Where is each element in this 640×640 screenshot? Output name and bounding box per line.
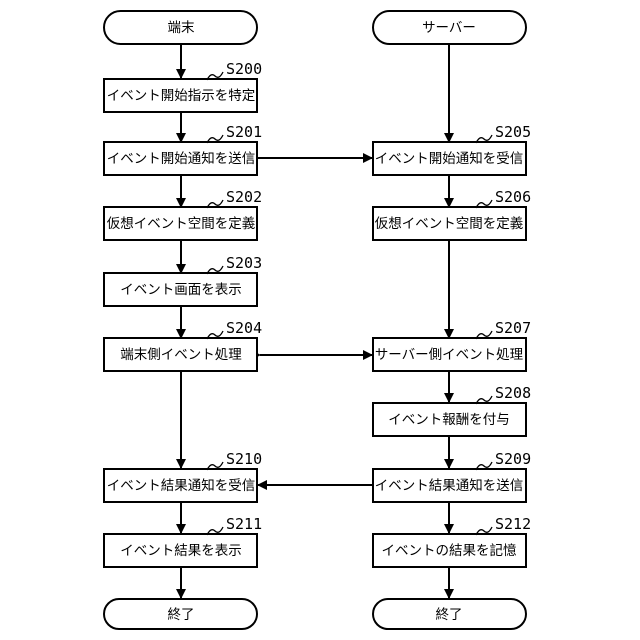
s206-step-label: S206 xyxy=(495,188,531,206)
s200-step-label: S200 xyxy=(226,60,262,78)
s210-step-label: S210 xyxy=(226,450,262,468)
s202-step-label: S202 xyxy=(226,188,262,206)
s205-label: イベント開始通知を受信 xyxy=(375,150,524,167)
s207-label: サーバー側イベント処理 xyxy=(375,347,524,363)
s202-label: 仮想イベント空間を定義 xyxy=(107,215,256,232)
s201-step-label: S201 xyxy=(226,123,262,141)
s209-step-label: S209 xyxy=(495,450,531,468)
s207-step-label: S207 xyxy=(495,319,531,337)
s211-label: イベント結果を表示 xyxy=(120,543,242,559)
terminal-end-label: 終了 xyxy=(168,607,195,623)
s205-step-label: S205 xyxy=(495,123,531,141)
s208-label: イベント報酬を付与 xyxy=(388,412,510,428)
s211-step-label: S211 xyxy=(226,515,262,533)
terminal-header: 端末 xyxy=(168,20,195,36)
s210-label: イベント結果通知を受信 xyxy=(107,477,256,494)
s208-step-label: S208 xyxy=(495,384,531,402)
s204-step-label: S204 xyxy=(226,319,262,337)
s203-label: イベント画面を表示 xyxy=(120,282,242,298)
s200-label: イベント開始指示を特定 xyxy=(107,88,256,104)
server-header: サーバー xyxy=(422,20,476,36)
server-end-label: 終了 xyxy=(436,607,463,623)
s212-step-label: S212 xyxy=(495,515,531,533)
s203-step-label: S203 xyxy=(226,254,262,272)
s206-label: 仮想イベント空間を定義 xyxy=(375,215,524,232)
s209-label: イベント結果通知を送信 xyxy=(375,477,524,494)
s212-label: イベントの結果を記憶 xyxy=(382,542,517,559)
s204-label: 端末側イベント処理 xyxy=(120,347,242,363)
s201-label: イベント開始通知を送信 xyxy=(107,150,256,167)
